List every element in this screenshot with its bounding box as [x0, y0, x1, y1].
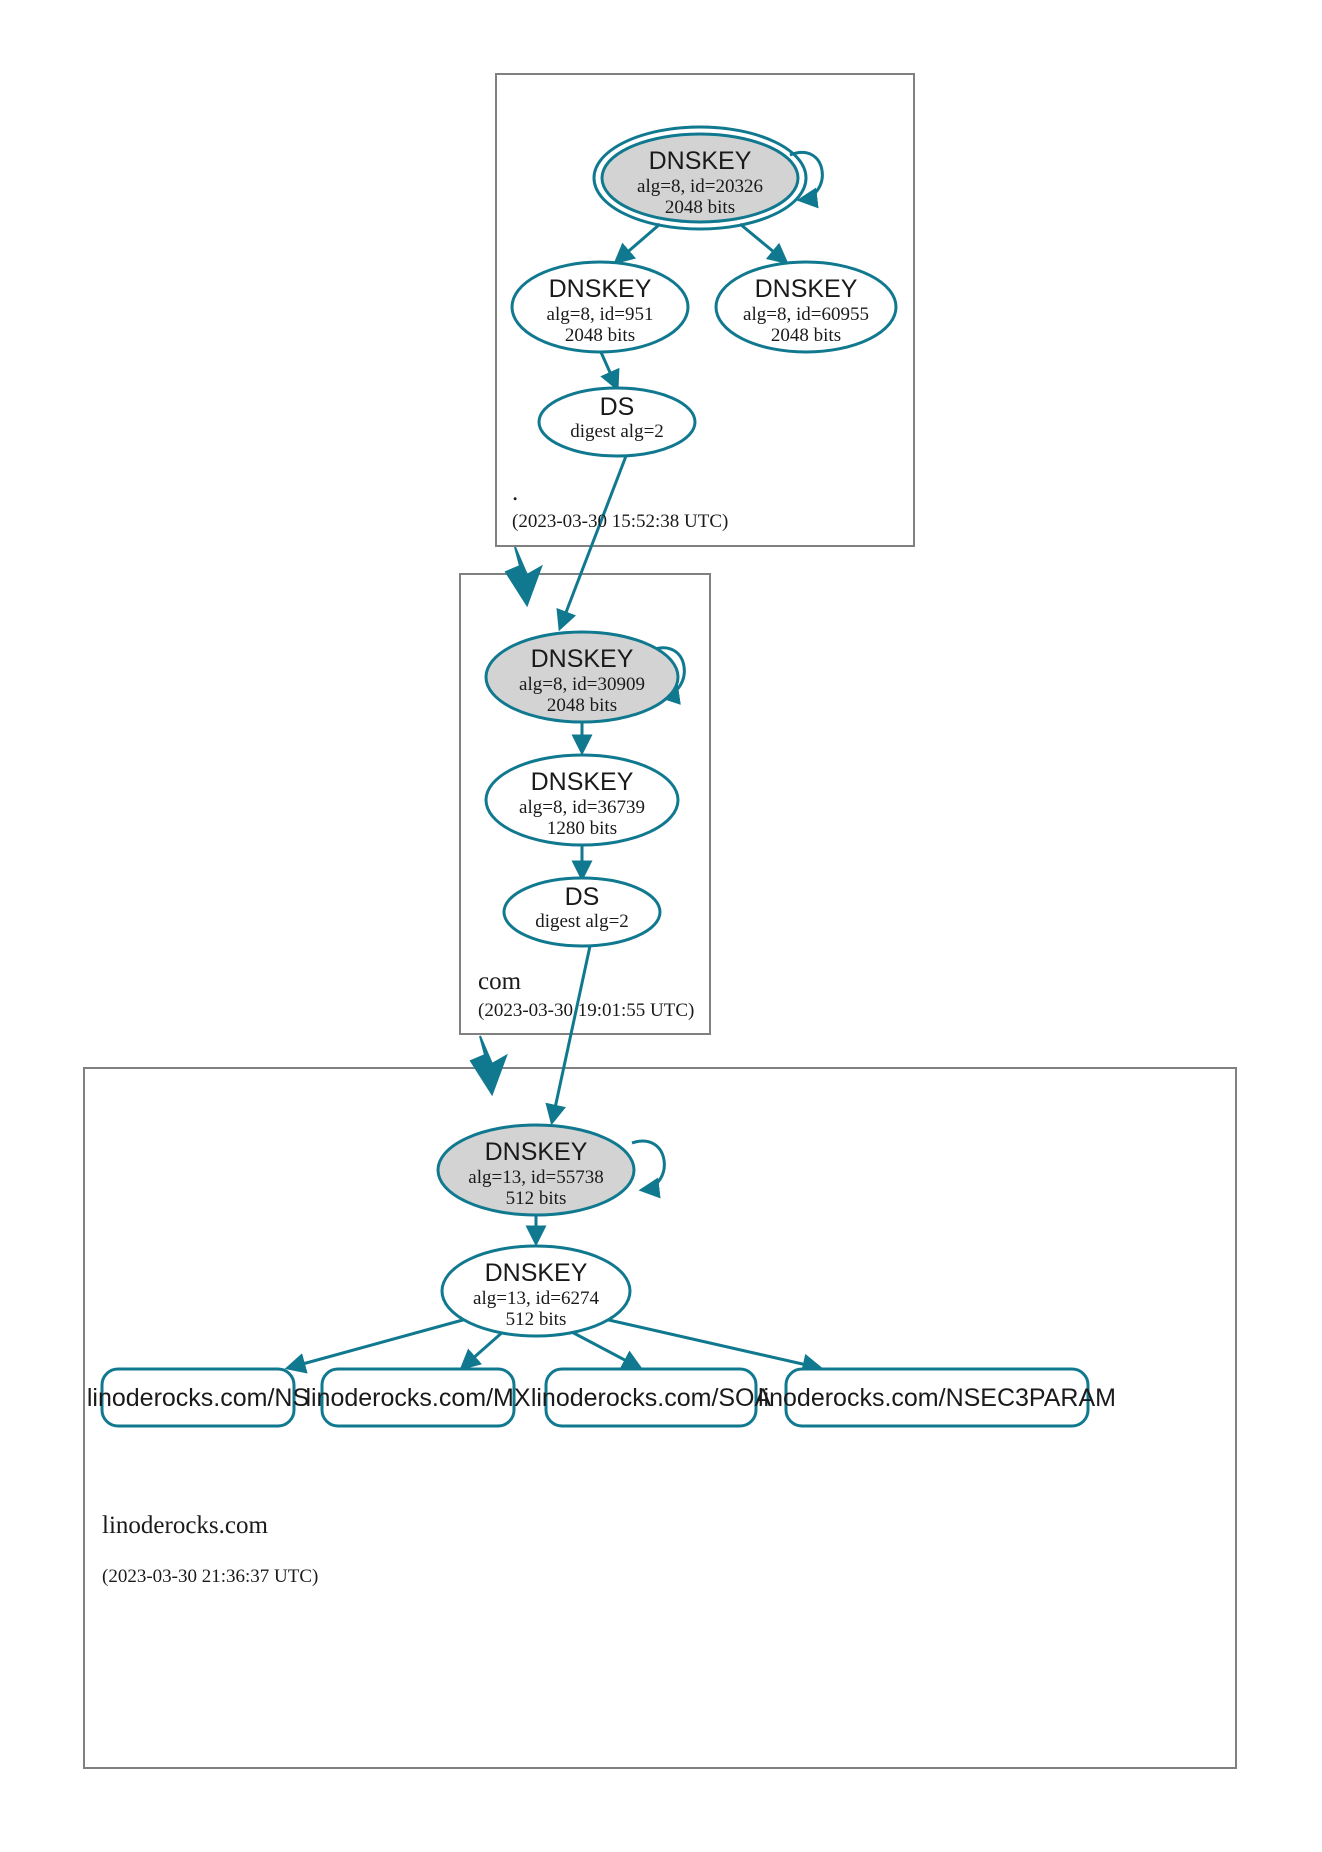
node-detail-label: alg=13, id=55738	[468, 1167, 603, 1188]
zone-label-linoderocks: linoderocks.com	[102, 1512, 268, 1539]
node-type-label: DNSKEY	[531, 645, 634, 673]
node-com-ksk[interactable]: DNSKEY alg=8, id=30909 2048 bits	[484, 630, 680, 724]
edge-root-ksk-to-951	[613, 222, 661, 265]
node-detail-label: alg=8, id=30909	[519, 674, 645, 695]
node-type-label: DNSKEY	[549, 275, 652, 303]
edge-delegation-root-to-com	[504, 546, 543, 608]
node-type-label: DNSKEY	[649, 147, 752, 175]
node-bits-label: 2048 bits	[771, 325, 841, 346]
node-type-label: DNSKEY	[755, 275, 858, 303]
node-bits-label: 2048 bits	[547, 695, 617, 716]
zone-label-com: com	[478, 968, 522, 995]
edge-lr-ksk-self	[631, 1139, 666, 1199]
node-lr-ksk[interactable]: DNSKEY alg=13, id=55738 512 bits	[436, 1123, 636, 1217]
rrset-label: linoderocks.com/NSEC3PARAM	[758, 1384, 1116, 1412]
node-bits-label: 2048 bits	[665, 197, 735, 218]
edge-lr-zsk-to-soa	[567, 1328, 644, 1370]
edge-lr-zsk-to-ns	[284, 1316, 471, 1374]
node-type-label: DNSKEY	[485, 1259, 588, 1287]
edge-lr-zsk-to-nsec3param	[599, 1316, 824, 1375]
edge-lr-zsk-to-mx	[459, 1328, 506, 1371]
edge-com-ds-to-lr-ksk	[545, 945, 592, 1126]
edge-root-ksk-to-60955	[739, 222, 789, 265]
node-detail-label: alg=8, id=951	[547, 304, 654, 325]
node-root-zsk-951[interactable]: DNSKEY alg=8, id=951 2048 bits	[510, 260, 690, 354]
node-type-label: DS	[565, 883, 600, 911]
node-detail-label: alg=8, id=60955	[743, 304, 869, 325]
node-bits-label: 512 bits	[506, 1309, 567, 1330]
node-detail-label: alg=8, id=36739	[519, 797, 645, 818]
rrset-node-soa[interactable]: linoderocks.com/SOA	[531, 1367, 772, 1428]
rrset-label: linoderocks.com/NS	[87, 1384, 309, 1412]
zone-timestamp-root: (2023-03-30 15:52:38 UTC)	[512, 511, 728, 532]
zone-timestamp-com: (2023-03-30 19:01:55 UTC)	[478, 1000, 694, 1021]
node-detail-label: digest alg=2	[535, 911, 629, 932]
rrset-label: linoderocks.com/SOA	[531, 1384, 772, 1412]
node-root-ds[interactable]: DS digest alg=2	[537, 386, 697, 458]
node-detail-label: alg=13, id=6274	[473, 1288, 599, 1309]
node-com-ds[interactable]: DS digest alg=2	[502, 876, 662, 948]
node-lr-zsk[interactable]: DNSKEY alg=13, id=6274 512 bits	[440, 1244, 632, 1338]
node-root-ksk[interactable]: DNSKEY alg=8, id=20326 2048 bits	[592, 125, 808, 231]
node-bits-label: 512 bits	[506, 1188, 567, 1209]
edge-root-ksk-self	[789, 151, 824, 209]
node-type-label: DS	[600, 393, 635, 421]
node-detail-label: digest alg=2	[570, 421, 664, 442]
node-root-zsk-60955[interactable]: DNSKEY alg=8, id=60955 2048 bits	[714, 260, 898, 354]
node-bits-label: 1280 bits	[547, 818, 617, 839]
rrset-node-nsec3param[interactable]: linoderocks.com/NSEC3PARAM	[758, 1367, 1116, 1428]
node-type-label: DNSKEY	[485, 1138, 588, 1166]
rrset-label: linoderocks.com/MX	[305, 1384, 530, 1412]
edge-delegation-com-to-linoderocks	[469, 1035, 508, 1097]
node-bits-label: 2048 bits	[565, 325, 635, 346]
node-com-zsk[interactable]: DNSKEY alg=8, id=36739 1280 bits	[484, 753, 680, 847]
zone-timestamp-linoderocks: (2023-03-30 21:36:37 UTC)	[102, 1566, 318, 1587]
node-detail-label: alg=8, id=20326	[637, 176, 763, 197]
zone-label-root: .	[512, 479, 518, 506]
rrset-node-ns[interactable]: linoderocks.com/NS	[87, 1367, 309, 1428]
rrset-node-mx[interactable]: linoderocks.com/MX	[305, 1367, 531, 1428]
edge-root-ds-to-com-ksk	[556, 455, 628, 632]
edge-root-951-to-ds	[598, 349, 620, 392]
node-type-label: DNSKEY	[531, 768, 634, 796]
